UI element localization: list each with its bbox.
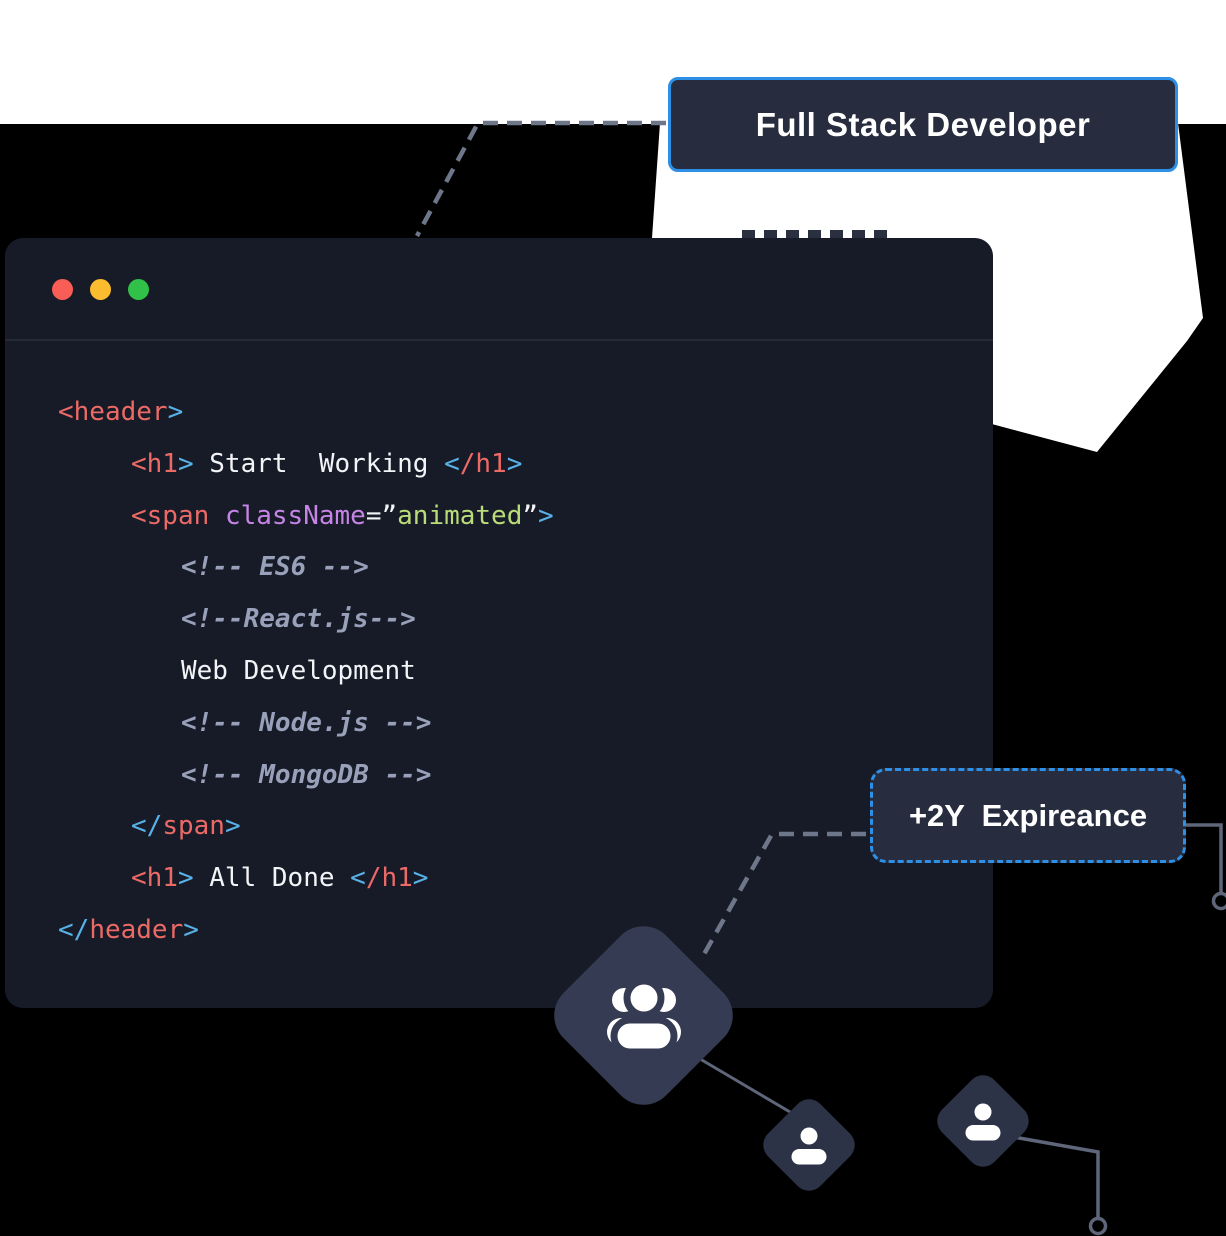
person-icon-2: [965, 1103, 1001, 1141]
minimize-dot[interactable]: [90, 279, 111, 300]
code-content: <header> <h1> Start Working </h1> <span cl…: [58, 387, 554, 957]
code-line: <!-- ES6 -->: [181, 552, 369, 583]
experience-badge[interactable]: +2Y Expireance: [870, 768, 1186, 863]
code-line: <!--React.js-->: [181, 604, 416, 635]
connector-ring-right: [1211, 891, 1226, 911]
code-line: </span>: [131, 811, 241, 842]
window-titlebar: [5, 238, 993, 341]
dashed-connector-badge-to-window: [415, 120, 666, 238]
code-line: <h1> Start Working </h1>: [131, 448, 523, 479]
close-dot[interactable]: [52, 279, 73, 300]
code-line: </header>: [58, 914, 199, 945]
clipped-text-marks: [742, 230, 892, 238]
line-badge-to-ring: [1183, 823, 1223, 893]
code-line: <!-- Node.js -->: [181, 707, 432, 738]
maximize-dot[interactable]: [128, 279, 149, 300]
line-person2-to-ring: [1007, 1134, 1100, 1218]
full-stack-developer-badge[interactable]: Full Stack Developer: [668, 77, 1178, 172]
people-group-icon: [607, 977, 681, 1056]
person-icon-1: [791, 1127, 827, 1165]
traffic-lights: [52, 279, 149, 300]
code-editor-window: <header> <h1> Start Working </h1> <span cl…: [5, 238, 993, 1008]
code-line: <span className=”animated”>: [131, 500, 554, 531]
code-line: <!-- MongoDB -->: [181, 759, 432, 790]
connector-ring-bottom: [1088, 1216, 1108, 1236]
code-line: <h1> All Done </h1>: [131, 863, 429, 894]
line-group-to-person1: [689, 1051, 791, 1114]
code-line: Web Development: [181, 655, 416, 686]
code-line: <header>: [58, 397, 184, 427]
